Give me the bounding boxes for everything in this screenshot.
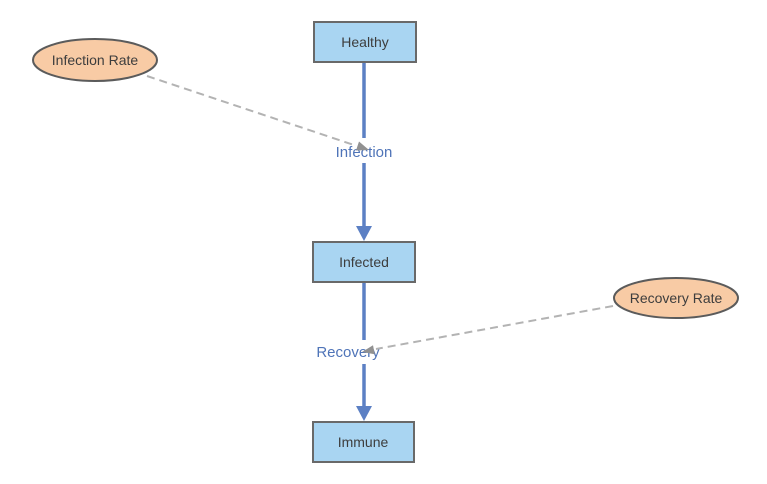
- flow-infection-label[interactable]: Infection: [336, 144, 393, 161]
- node-healthy[interactable]: Healthy: [313, 21, 417, 63]
- node-immune[interactable]: Immune: [312, 421, 415, 463]
- connector-recovery-rate-to-recovery[interactable]: [362, 305, 614, 355]
- healthy-box: [313, 21, 417, 63]
- flow-infection[interactable]: [356, 62, 372, 241]
- connector-recovery-rate-arrowhead-icon: [362, 345, 375, 355]
- flow-recovery-arrowhead-icon: [356, 406, 372, 421]
- healthy-label: Healthy: [341, 34, 388, 50]
- node-infected[interactable]: Infected: [312, 241, 416, 283]
- flow-recovery[interactable]: [356, 282, 372, 421]
- flow-infection-arrowhead-icon: [356, 226, 372, 241]
- recovery-rate-label: Recovery Rate: [630, 290, 723, 306]
- connector-infection-rate-to-infection[interactable]: [146, 75, 369, 151]
- node-recovery-rate[interactable]: Recovery Rate: [613, 277, 739, 319]
- infected-box: [312, 241, 416, 283]
- connector-infection-rate-arrowhead-icon: [356, 141, 369, 151]
- flow-recovery-label[interactable]: Recovery: [316, 344, 380, 361]
- immune-label: Immune: [338, 434, 389, 450]
- infection-rate-ellipse: [32, 38, 158, 82]
- connector-recovery-rate-line: [375, 305, 614, 350]
- immune-box: [312, 421, 415, 463]
- recovery-rate-ellipse: [613, 277, 739, 319]
- infected-label: Infected: [339, 254, 389, 270]
- connector-infection-rate-line: [146, 75, 355, 146]
- infection-rate-label: Infection Rate: [52, 52, 139, 68]
- node-infection-rate[interactable]: Infection Rate: [32, 38, 158, 82]
